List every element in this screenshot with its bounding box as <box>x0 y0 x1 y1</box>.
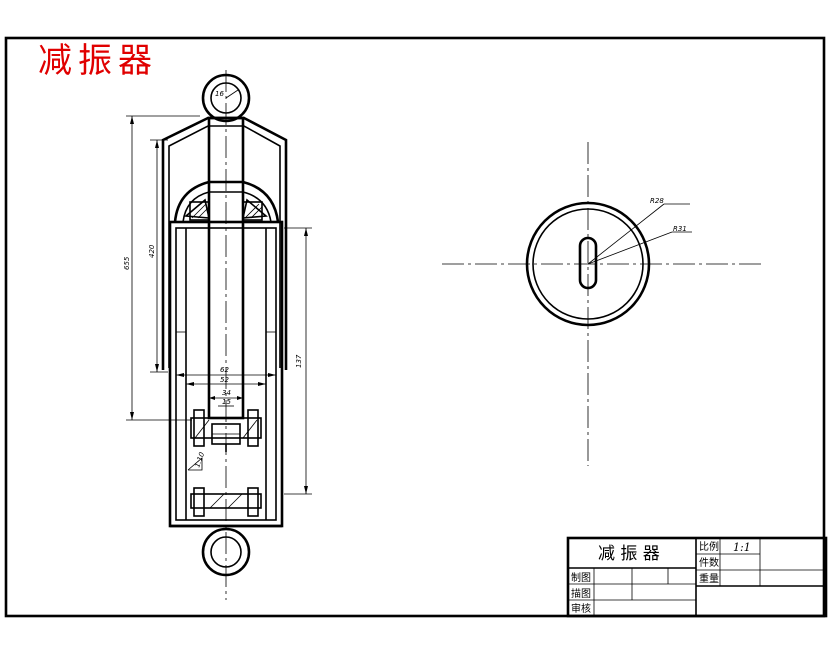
svg-text:420: 420 <box>148 244 156 258</box>
svg-text:137: 137 <box>295 354 303 368</box>
svg-text:655: 655 <box>123 256 131 270</box>
drawing-title: 减振器 <box>38 41 158 81</box>
dim-outer-tube: 420 <box>148 139 168 373</box>
inner-circle <box>532 208 644 320</box>
drawing-frame <box>4 36 826 618</box>
tb-checked-label: 审核 <box>571 602 591 615</box>
inner-cylinder <box>175 227 277 521</box>
center-slot <box>578 236 598 290</box>
piston <box>190 417 262 439</box>
tb-scale-label: 比例 <box>699 540 719 553</box>
svg-text:15: 15 <box>222 398 231 406</box>
tb-qty-label: 件数 <box>699 556 719 569</box>
bottom-eye-outer <box>201 527 251 577</box>
top-eye-inner <box>210 82 242 114</box>
top-eye-outer <box>201 73 251 123</box>
seal-cap <box>173 180 280 223</box>
slope-note: 1:10 <box>193 451 206 469</box>
outer-circle <box>525 201 651 327</box>
bottom-eye-inner <box>210 536 242 568</box>
front-view: 16 <box>123 70 312 600</box>
dim-total-height: 655 <box>123 115 200 421</box>
tb-part-name: 减 振 器 <box>598 544 660 564</box>
dim-inner-section: 137 <box>284 227 312 495</box>
base-valve <box>190 493 262 509</box>
tb-scale-value: 1:1 <box>733 541 751 554</box>
dim-widths: 62 52 34 15 <box>176 366 276 407</box>
eye-note: 16 <box>215 90 224 98</box>
tb-weight-label: 重量 <box>699 572 719 585</box>
svg-text:34: 34 <box>222 389 231 397</box>
title-block: 减 振 器 比例 1:1 件数 重量 制图 描图 审核 <box>566 536 828 618</box>
tb-drawn-label: 制图 <box>571 571 591 584</box>
tb-traced-label: 描图 <box>571 587 591 600</box>
svg-text:62: 62 <box>220 366 229 374</box>
svg-text:52: 52 <box>220 376 229 384</box>
side-view: R28 R31 <box>442 142 764 466</box>
radius-outer-label: R31 <box>673 225 687 233</box>
radius-inner-label: R28 <box>650 197 664 205</box>
